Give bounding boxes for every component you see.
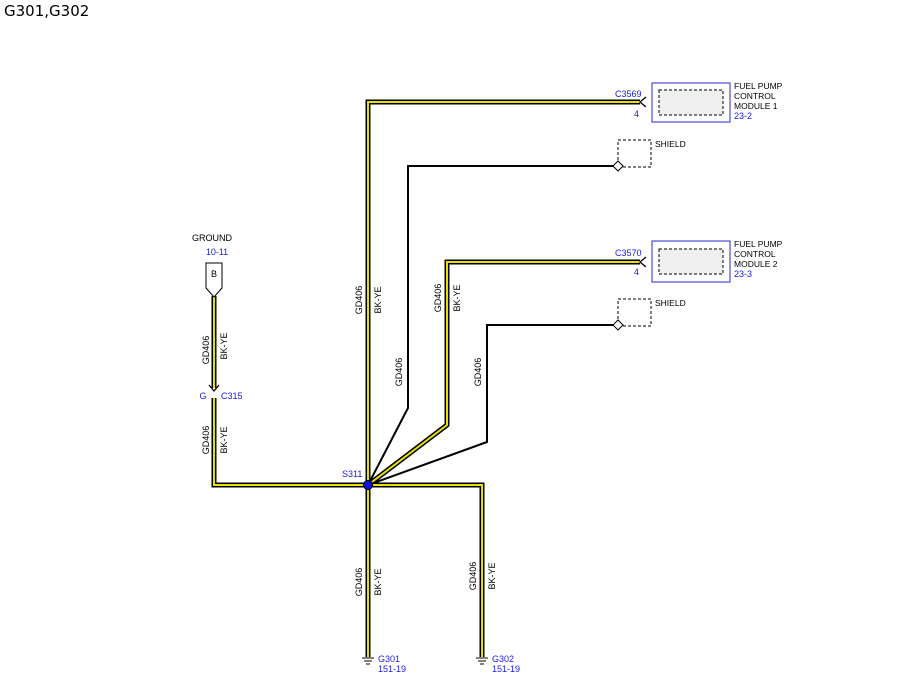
page-title: G301,G302 [4, 2, 90, 20]
module1-pin: 4 [634, 109, 639, 119]
module1-ref[interactable]: 23-2 [734, 111, 752, 121]
module1-line3: MODULE 1 [734, 101, 778, 111]
splice-dot-icon[interactable] [363, 480, 373, 490]
wire-label-circuit: GD406 [201, 336, 211, 365]
module2-ref[interactable]: 23-3 [734, 269, 752, 279]
wire-module1-stripe [367, 101, 640, 485]
c315-pin: G [199, 391, 206, 401]
wire-label-circuit: GD406 [354, 568, 364, 597]
shield1-box [617, 139, 652, 168]
wire-label-color: BK-YE [219, 426, 229, 453]
wire-g302 [368, 482, 485, 657]
connector-b-icon[interactable] [205, 262, 223, 298]
splice-label[interactable]: S311 [342, 469, 362, 479]
wire-label-circuit: GD406 [354, 286, 364, 315]
wire-label-circuit: GD406 [468, 562, 478, 591]
wire-label-color: BK-YE [373, 286, 383, 313]
g301-name[interactable]: G301 [378, 654, 400, 664]
wire-group [211, 99, 640, 657]
shield2-label: SHIELD [655, 298, 686, 308]
drain-wire-1 [367, 165, 615, 486]
g301-ref[interactable]: 151-19 [378, 664, 406, 674]
wire-label-color: BK-YE [219, 332, 229, 359]
wire-labels: GD406 BK-YE GD406 BK-YE GD406 BK-YE GD40… [201, 284, 497, 597]
g302-name[interactable]: G302 [492, 654, 514, 664]
ground-ref[interactable]: 10-11 [206, 247, 228, 257]
ground-label: GROUND [192, 233, 232, 243]
module2-line1: FUEL PUMP [734, 239, 783, 249]
c315-name[interactable]: C315 [221, 391, 243, 401]
connector-b-pin: B [211, 269, 217, 279]
module1-line2: CONTROL [734, 91, 776, 101]
module2-connector[interactable]: C3570 [615, 248, 642, 258]
module2-line3: MODULE 2 [734, 259, 778, 269]
drain-wires [367, 165, 615, 486]
wire-label-circuit: GD406 [473, 358, 483, 387]
shield-diamond-icon [612, 319, 624, 331]
module1-inner [658, 89, 724, 116]
wire-label-color: BK-YE [373, 568, 383, 595]
ground-symbol-icon [476, 657, 488, 665]
g302-ref[interactable]: 151-19 [492, 664, 520, 674]
module1-connector[interactable]: C3569 [615, 89, 642, 99]
connector-arrow-icon [208, 384, 220, 393]
wire-module2-stripe [367, 261, 640, 486]
wire-label-color: BK-YE [452, 284, 462, 311]
shield1-label: SHIELD [655, 139, 686, 149]
wire-label-circuit: GD406 [394, 358, 404, 387]
wire-ground-lower-stripe [213, 398, 368, 486]
wire-label-circuit: GD406 [433, 284, 443, 313]
module2-pin: 4 [634, 267, 639, 277]
module2-inner [658, 248, 724, 275]
connector-arrow-icon [638, 256, 647, 268]
module1-line1: FUEL PUMP [734, 81, 783, 91]
ground-symbol-icon [362, 657, 374, 665]
wire-g302-stripe [368, 484, 483, 657]
connector-arrow-icon [638, 96, 647, 108]
wire-label-color: BK-YE [487, 562, 497, 589]
shield-diamond-icon [612, 160, 624, 172]
module2-line2: CONTROL [734, 249, 776, 259]
drain-wire-2 [367, 324, 615, 486]
wire-label-circuit: GD406 [201, 426, 211, 455]
shield2-box [617, 298, 652, 327]
